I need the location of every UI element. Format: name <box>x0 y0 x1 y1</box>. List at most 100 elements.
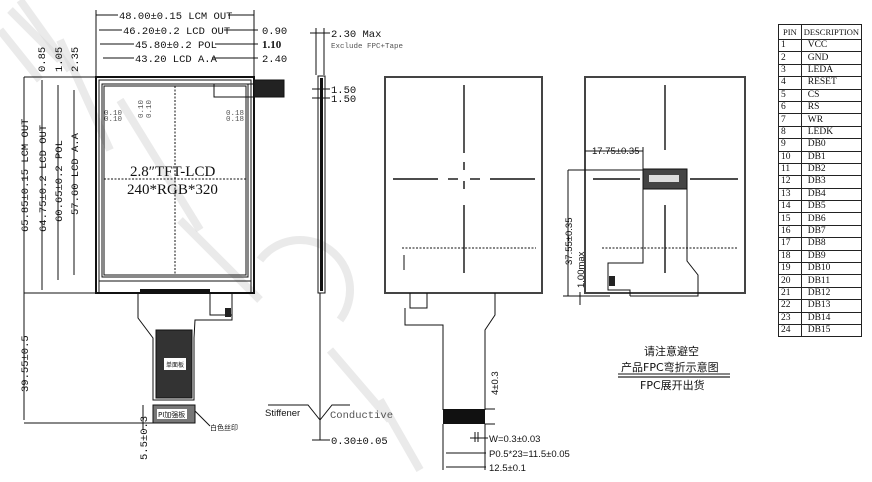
dim-h-offset: 17.75±0.35 <box>592 146 639 157</box>
dim-tail-length: 5.5±0.3 <box>139 416 151 460</box>
dim-fpc-length: 39.55±0.5 <box>20 335 32 392</box>
pin-description: RS <box>800 100 863 115</box>
dim-lcd-width: 46.20±0.2 LCD OUT <box>123 26 230 38</box>
pin-description: DB13 <box>800 299 863 313</box>
pin-number: 3 <box>778 63 802 78</box>
pin-number: 17 <box>778 237 802 251</box>
pin-number: 11 <box>778 162 802 177</box>
dim-lcm-height-offset: 0.85 <box>37 47 49 72</box>
mark-right-1: 0.18 <box>226 110 244 118</box>
dim-lcm-width: 48.00±0.15 LCM OUT <box>119 11 232 23</box>
dim-v-offset: 37.55±0.35 <box>564 218 575 265</box>
pin-description: DB10 <box>800 262 863 276</box>
dim-fpc-thickness: 0.30±0.05 <box>331 436 388 448</box>
back-view: 4±0.3 W=0.3±0.03 P0.5*23=11.5±0.05 12.5±… <box>384 76 570 474</box>
note-line-2: 产品FPC弯折示意图 <box>621 360 719 374</box>
header-description: DESCRIPTION <box>800 24 863 40</box>
pin-number: 24 <box>778 323 802 338</box>
dim-total-width: 12.5±0.1 <box>489 463 526 474</box>
pin-description: DB14 <box>800 311 863 326</box>
mark-right-2: 0.18 <box>226 116 244 124</box>
dim-aa-height: 57.60 LCD A.A <box>70 132 82 215</box>
pin-description: DB3 <box>800 175 863 189</box>
pin-description: CS <box>800 88 863 102</box>
side-view: 2.30 Max Exclude FPC+Tape 1.50 1.50 Stif… <box>265 28 403 448</box>
pin-number: 7 <box>778 113 802 127</box>
table-header-row: PIN DESCRIPTION <box>778 24 863 40</box>
pin-description: DB9 <box>800 249 863 264</box>
pin-description: VCC <box>800 38 863 53</box>
dim-lcm-height: 65.85±0.15 LCM OUT <box>20 119 32 232</box>
dim-pitch: P0.5*23=11.5±0.05 <box>489 449 570 460</box>
mark-tl-2: 0.10 <box>146 99 154 118</box>
stiffener-label: Stiffener <box>265 408 300 419</box>
pin-description: DB15 <box>800 323 863 338</box>
pin-number: 1 <box>778 38 802 53</box>
pin-description: RESET <box>800 76 863 90</box>
silk-print-note: 白色丝印 <box>210 423 238 432</box>
pin-number: 13 <box>778 187 802 202</box>
dim-finger-length: 4±0.3 <box>490 371 501 395</box>
pin-number: 10 <box>778 150 802 164</box>
pin-description: DB1 <box>800 150 863 164</box>
dim-max-gap: 1.00max <box>576 251 587 288</box>
pin-number: 23 <box>778 311 802 326</box>
fpc-bending-note: 请注意避空 产品FPC弯折示意图 FPC展开出货 <box>618 344 730 392</box>
dim-tape-1: 1.50 <box>331 85 356 97</box>
dim-pol-width: 45.80±0.2 POL <box>135 40 217 52</box>
pin-number: 9 <box>778 138 802 152</box>
pin-number: 4 <box>778 76 802 90</box>
note-line-1: 请注意避空 <box>644 344 699 358</box>
pin-description: DB7 <box>800 224 863 239</box>
front-view: 48.00±0.15 LCM OUT 46.20±0.2 LCD OUT 0.9… <box>20 10 287 460</box>
pin-number: 20 <box>778 274 802 288</box>
stiffener-label: PI加强板 <box>158 410 185 419</box>
pin-number: 8 <box>778 125 802 140</box>
conductive-label: Conductive <box>330 410 393 422</box>
pin-number: 6 <box>778 100 802 115</box>
pin-number: 14 <box>778 200 802 214</box>
pin-description: DB11 <box>800 274 863 288</box>
dim-pol-height: 60.65±0.2 POL <box>54 140 66 222</box>
dim-lcd-height-offset: 1.05 <box>54 47 66 72</box>
dim-aa-width: 43.20 LCD A.A <box>135 54 218 66</box>
note-line-3: FPC展开出货 <box>640 378 705 392</box>
dim-pol-height-offset: 2.35 <box>70 47 82 72</box>
pin-description: DB4 <box>800 187 863 202</box>
resolution-label: 240*RGB*320 <box>127 182 218 198</box>
pin-description: GND <box>800 51 863 65</box>
dim-pol-offset: 1.10 <box>262 39 282 51</box>
mark-left-1: 0.10 <box>104 110 123 118</box>
pin-description: DB12 <box>800 286 863 301</box>
pin-description: LEDA <box>800 63 863 78</box>
display-size-label: 2.8″TFT-LCD <box>130 164 215 180</box>
dim-thickness: 2.30 Max <box>331 29 381 41</box>
pin-number: 18 <box>778 249 802 264</box>
dim-lcd-height: 64.75±0.2 LCD OUT <box>38 125 50 232</box>
dim-aa-offset: 2.40 <box>262 54 287 66</box>
dim-lcd-offset: 0.90 <box>262 26 287 38</box>
pin-number: 22 <box>778 299 802 313</box>
pin-number: 5 <box>778 88 802 102</box>
pin-number: 15 <box>778 212 802 226</box>
